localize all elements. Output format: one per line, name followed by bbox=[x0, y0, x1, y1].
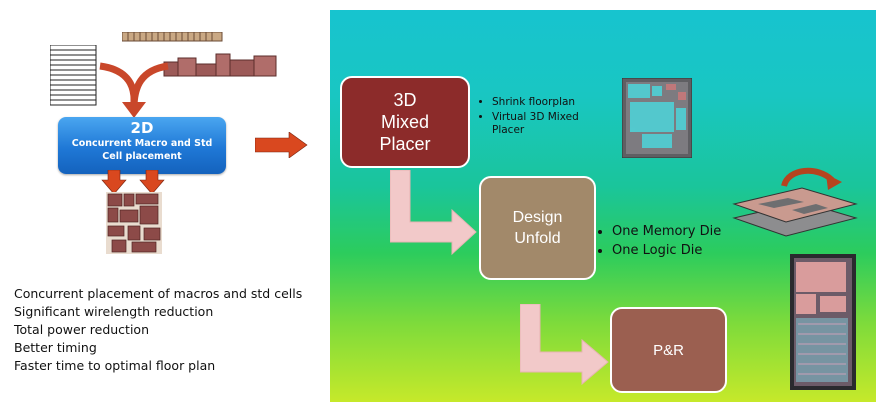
node-3d-line2: Mixed bbox=[380, 112, 429, 132]
std-cells-graphic bbox=[50, 45, 97, 106]
2d-box-subtitle-line2: Cell placement bbox=[102, 151, 182, 162]
left-panel: 2D Concurrent Macro and Std Cell placeme… bbox=[0, 0, 330, 402]
node-design-line1: Design bbox=[512, 209, 563, 226]
bullet-item: One Logic Die bbox=[612, 241, 748, 260]
macro-strip-graphic bbox=[122, 32, 277, 77]
node-3d-line3: Placer bbox=[379, 134, 431, 154]
benefits-list: Concurrent placement of macros and std c… bbox=[14, 285, 302, 375]
down-arrows-icon bbox=[101, 170, 165, 195]
benefit-item: Concurrent placement of macros and std c… bbox=[14, 286, 303, 301]
benefit-item: Significant wirelength reduction bbox=[14, 304, 214, 319]
2d-placement-box: 2D Concurrent Macro and Std Cell placeme… bbox=[58, 117, 226, 174]
node-design-unfold: Design Unfold bbox=[479, 176, 596, 280]
2d-box-subtitle-line1: Concurrent Macro and Std bbox=[71, 138, 213, 149]
node-pr-label: P&R bbox=[653, 341, 684, 359]
flow-panel: 3D Mixed Placer Shrink floorplan Virtual… bbox=[330, 10, 876, 402]
right-arrow-icon bbox=[255, 132, 308, 158]
benefit-item: Faster time to optimal floor plan bbox=[14, 358, 216, 373]
layout-image-bottom bbox=[790, 254, 856, 390]
benefit-item: Better timing bbox=[14, 340, 97, 355]
placed-result-graphic bbox=[106, 192, 162, 254]
stacked-dies-graphic bbox=[732, 167, 858, 237]
bullet-item: Virtual 3D Mixed Placer bbox=[492, 111, 608, 137]
node-3d-mixed-placer: 3D Mixed Placer bbox=[340, 76, 470, 168]
node-3d-bullets: Shrink floorplan Virtual 3D Mixed Placer bbox=[478, 96, 608, 139]
flow-arrow-2 bbox=[520, 304, 609, 386]
bullet-item: Shrink floorplan bbox=[492, 96, 608, 109]
bullet-item: One Memory Die bbox=[612, 222, 748, 241]
node-design-line2: Unfold bbox=[514, 230, 561, 247]
benefit-item: Total power reduction bbox=[14, 322, 150, 337]
2d-box-title: 2D bbox=[130, 119, 154, 137]
node-design-bullets: One Memory Die One Logic Die bbox=[598, 222, 748, 260]
node-3d-line1: 3D bbox=[393, 90, 417, 110]
floorplan-image-top bbox=[622, 78, 692, 158]
flow-arrow-1 bbox=[390, 170, 477, 256]
merge-arrows-icon bbox=[99, 62, 169, 118]
node-pr: P&R bbox=[610, 307, 727, 393]
